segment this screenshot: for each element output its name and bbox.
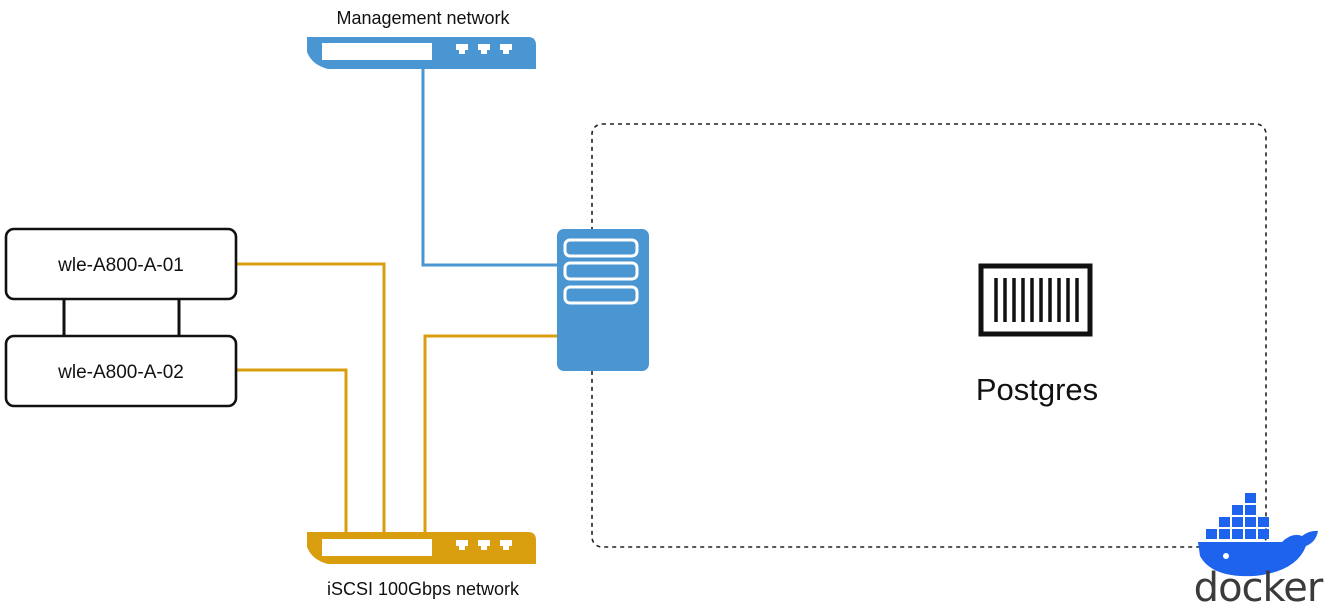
iscsi-switch[interactable]: iSCSI 100Gbps network — [307, 532, 536, 599]
iscsi-link-node-01 — [236, 262, 386, 535]
docker-logo: docker — [1194, 493, 1325, 605]
docker-whale-icon — [1198, 493, 1318, 577]
server-icon[interactable] — [557, 229, 649, 371]
management-switch[interactable]: Management network — [307, 8, 536, 69]
container-boundary — [591, 123, 1267, 548]
container-icon — [978, 263, 1093, 337]
storage-node-01-label: wle-A800-A-01 — [57, 255, 184, 276]
storage-node-01[interactable]: wle-A800-A-01 — [4, 227, 238, 301]
node-interconnect — [62, 299, 181, 336]
iscsi-links — [236, 262, 558, 535]
container-label: Postgres — [976, 372, 1098, 407]
iscsi-link-server — [423, 334, 558, 535]
management-switch-display — [322, 43, 432, 60]
iscsi-link-node-02 — [236, 368, 348, 535]
management-switch-label: Management network — [336, 8, 510, 28]
storage-node-02[interactable]: wle-A800-A-02 — [4, 334, 238, 408]
iscsi-switch-ports-icon — [456, 540, 512, 550]
management-link — [421, 68, 558, 267]
iscsi-switch-display — [322, 539, 432, 556]
storage-node-02-label: wle-A800-A-02 — [57, 362, 184, 383]
iscsi-switch-label: iSCSI 100Gbps network — [327, 579, 520, 599]
management-switch-ports-icon — [456, 44, 512, 54]
docker-wordmark: docker — [1194, 565, 1324, 605]
